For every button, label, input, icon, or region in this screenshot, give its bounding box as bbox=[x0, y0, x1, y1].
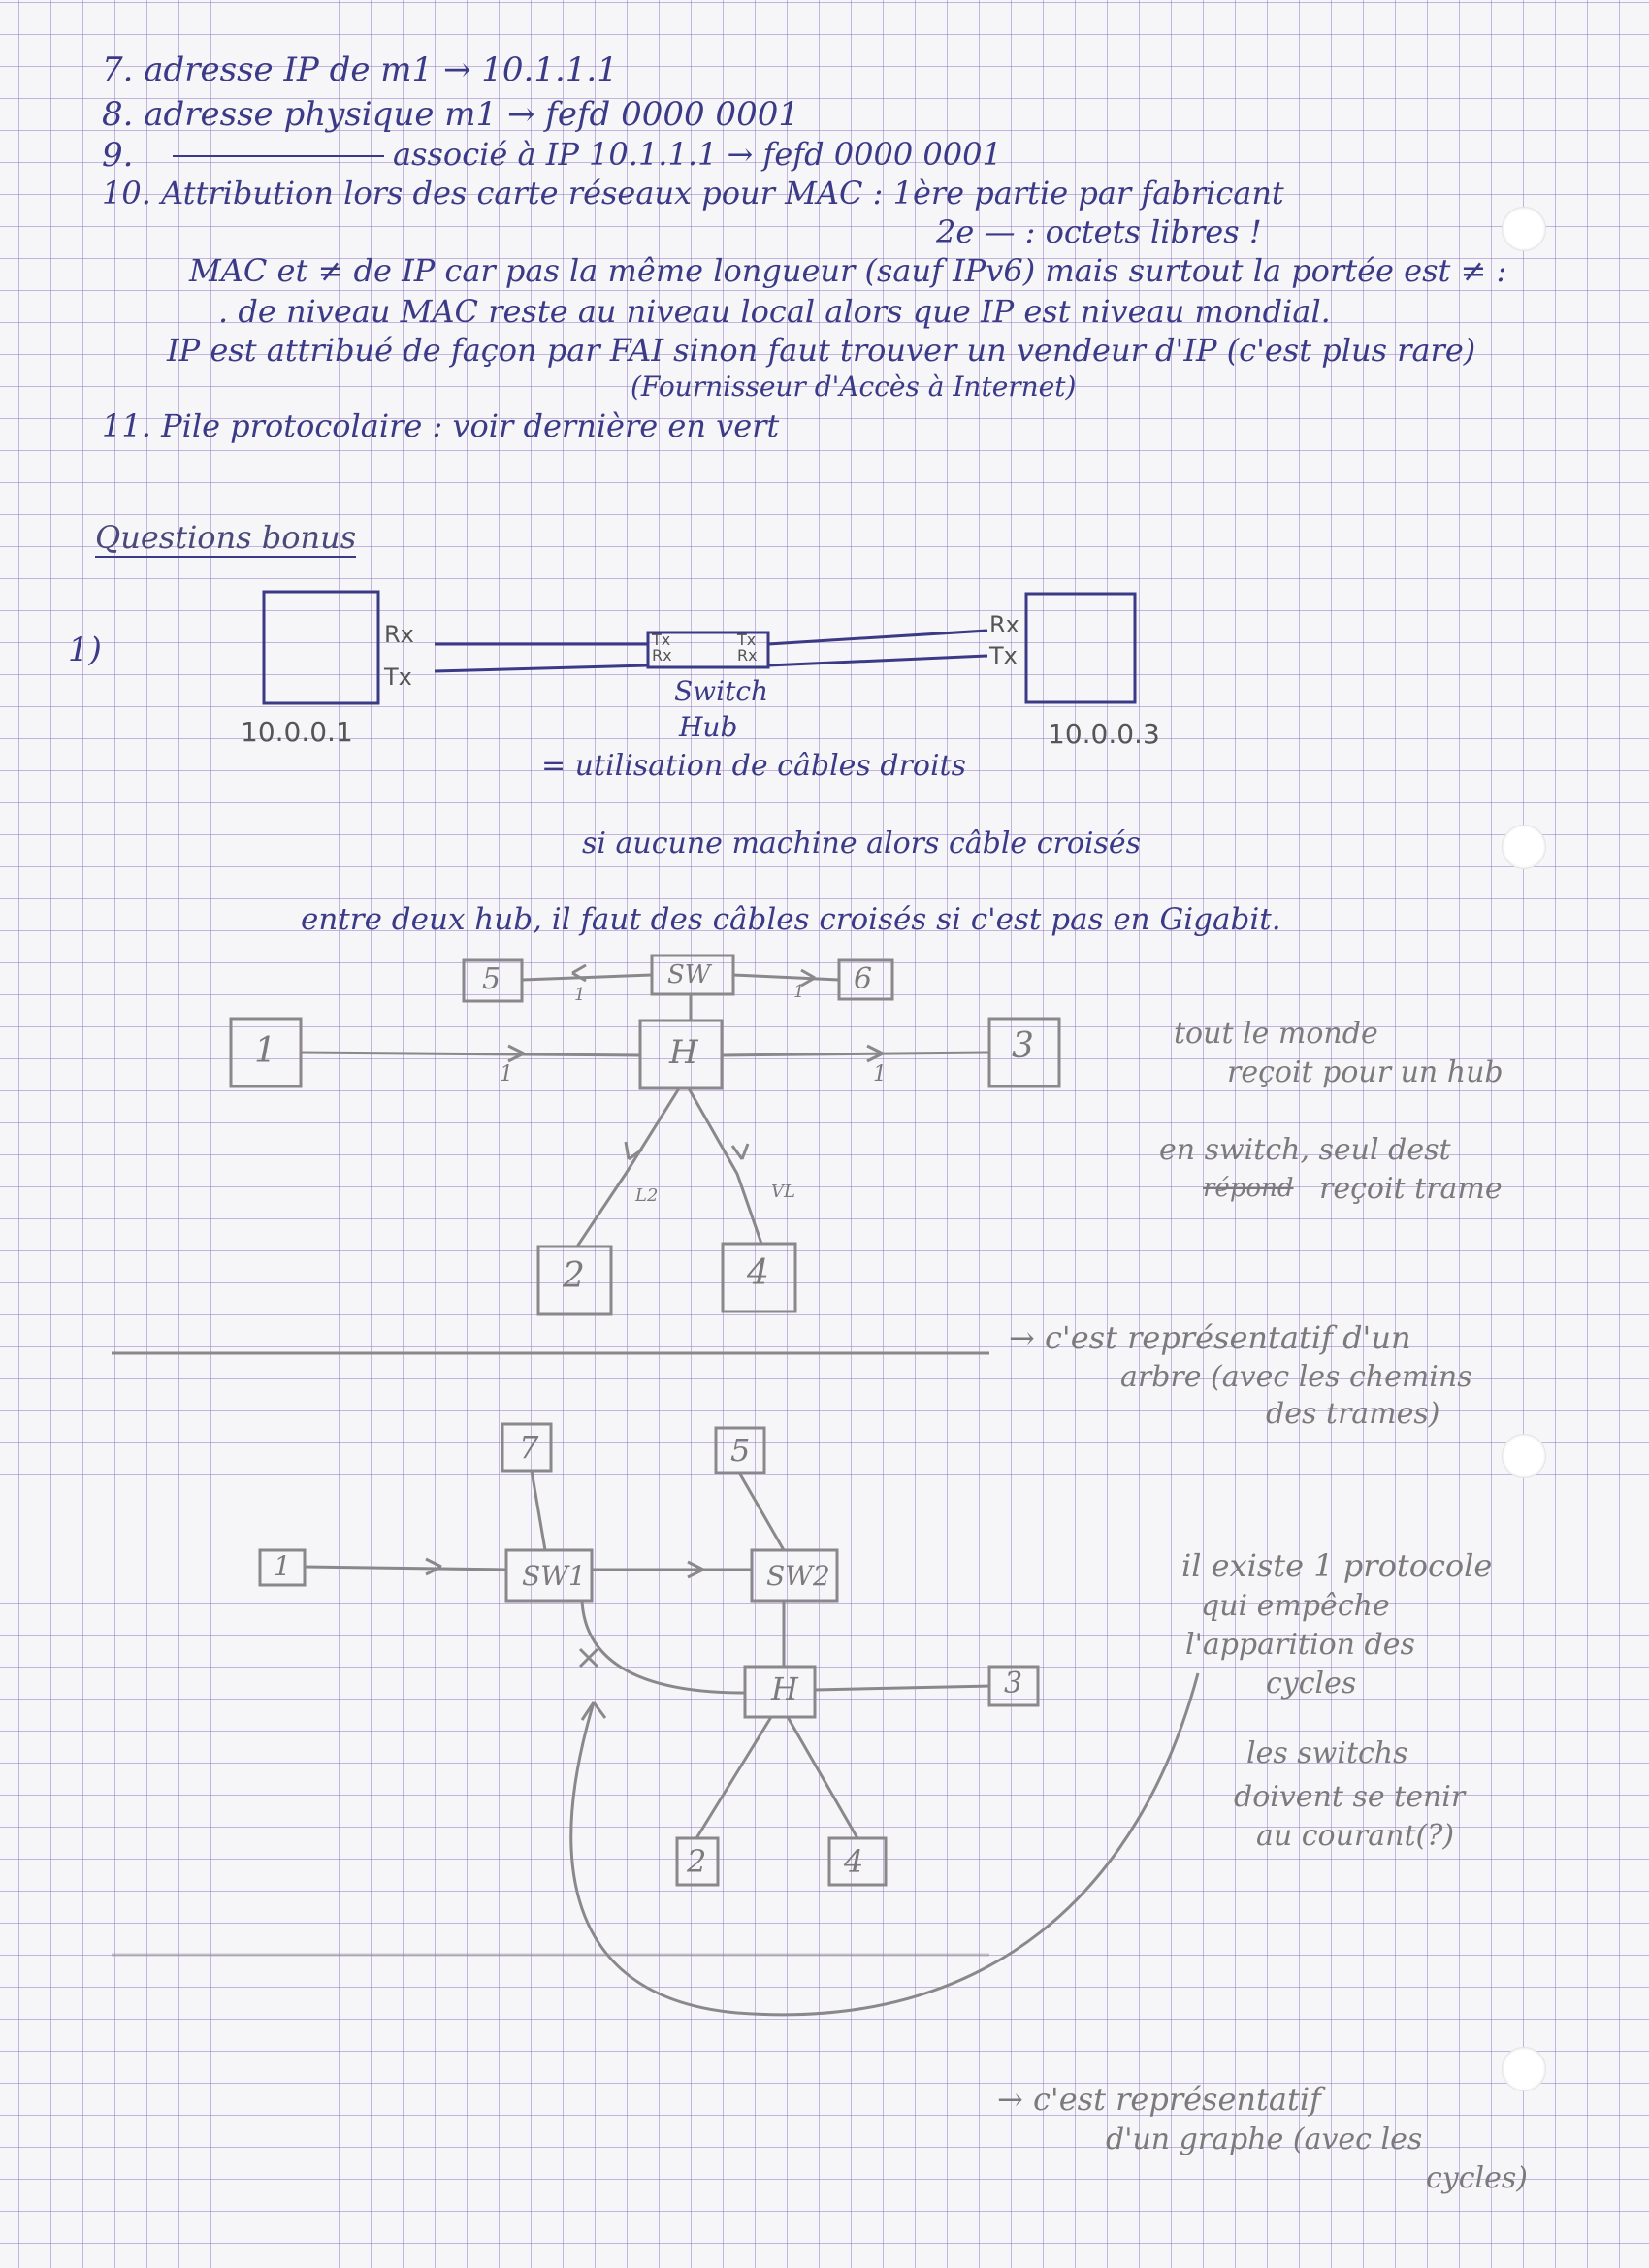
switch-box bbox=[646, 631, 770, 669]
ditto-line bbox=[173, 155, 384, 157]
ip-left-label: 10.0.0.1 bbox=[241, 716, 353, 748]
node-4-label: 4 bbox=[747, 1253, 769, 1293]
switch-note-struck: répond bbox=[1203, 1174, 1294, 1203]
edge-label: L2 bbox=[635, 1185, 659, 1206]
switch-port-left-label: Tx Rx bbox=[652, 631, 672, 664]
line-9-number: 9. bbox=[102, 136, 134, 175]
binder-hole bbox=[1502, 1434, 1546, 1478]
hub-note-line1: tout le monde bbox=[1174, 1017, 1378, 1051]
node-2b-label: 2 bbox=[687, 1843, 707, 1880]
between-hubs-note: entre deux hub, il faut des câbles crois… bbox=[301, 902, 1281, 937]
edge-label: 1 bbox=[500, 1062, 513, 1086]
binder-hole bbox=[1502, 825, 1546, 869]
node-sw1-box bbox=[504, 1548, 594, 1603]
switch-sync-note-line1: les switchs bbox=[1246, 1736, 1408, 1770]
line-9: associé à IP 10.1.1.1 → fefd 0000 0001 bbox=[393, 136, 1002, 173]
line-7: 7. adresse IP de m1 → 10.1.1.1 bbox=[102, 50, 618, 89]
node-7-box bbox=[501, 1422, 553, 1473]
tx-right-label: Tx bbox=[989, 642, 1018, 669]
node-sw1-label: SW1 bbox=[522, 1560, 586, 1592]
edge-label: 1 bbox=[873, 1062, 887, 1086]
machine-left-box bbox=[262, 590, 380, 705]
node-5-box bbox=[462, 958, 524, 1003]
edge-label: 1 bbox=[793, 982, 805, 1002]
switch-note-line2: reçoit trame bbox=[1319, 1172, 1503, 1206]
edge-label: 1 bbox=[574, 985, 586, 1005]
line-10b: 2e — : octets libres ! bbox=[936, 213, 1262, 250]
tree-caption-line3: des trames) bbox=[1266, 1397, 1440, 1431]
edge-label: VL bbox=[771, 1182, 795, 1202]
line-8: 8. adresse physique m1 → fefd 0000 0001 bbox=[102, 95, 799, 134]
hub-label: Hub bbox=[679, 711, 738, 743]
node-h-label: H bbox=[669, 1033, 698, 1072]
switch-port-right-label: Tx Rx bbox=[737, 631, 758, 664]
node-1-label: 1 bbox=[254, 1031, 276, 1071]
node-3b-label: 3 bbox=[1004, 1667, 1023, 1701]
node-hb-label: H bbox=[771, 1670, 798, 1707]
rx-left-label: Rx bbox=[384, 621, 414, 648]
node-1b-label: 1 bbox=[274, 1550, 291, 1582]
node-5-label: 5 bbox=[482, 962, 501, 996]
node-4-box bbox=[721, 1242, 797, 1313]
mac-vs-ip-line2: . de niveau MAC reste au niveau local al… bbox=[218, 293, 1331, 330]
machine-right-box bbox=[1024, 592, 1137, 704]
graph-caption-line3: cycles) bbox=[1426, 2161, 1528, 2195]
node-2-label: 2 bbox=[563, 1256, 585, 1296]
protocol-note-line3: l'apparition des bbox=[1185, 1628, 1415, 1662]
line-11: 11. Pile protocolaire : voir dernière en… bbox=[102, 407, 780, 444]
mac-vs-ip-line1: MAC et ≠ de IP car pas la même longueur … bbox=[189, 252, 1507, 289]
ip-right-label: 10.0.0.3 bbox=[1048, 718, 1160, 750]
node-3-label: 3 bbox=[1012, 1026, 1034, 1066]
protocol-note-line1: il existe 1 protocole bbox=[1181, 1547, 1493, 1584]
protocol-note-line2: qui empêche bbox=[1201, 1589, 1390, 1623]
node-sw-label: SW bbox=[667, 960, 711, 989]
binder-hole bbox=[1502, 207, 1546, 251]
bonus-title: Questions bonus bbox=[95, 519, 357, 558]
switch-note-line1: en switch, seul dest bbox=[1159, 1133, 1451, 1167]
node-sw2-box bbox=[750, 1548, 839, 1603]
graph-caption-line1: → c'est représentatif bbox=[997, 2081, 1321, 2118]
binder-hole bbox=[1502, 2047, 1546, 2091]
ip-assignment-line: IP est attribué de façon par FAI sinon f… bbox=[167, 332, 1476, 369]
node-7-label: 7 bbox=[519, 1429, 539, 1466]
fai-definition: (Fournisseur d'Accès à Internet) bbox=[630, 371, 1077, 403]
node-5b-label: 5 bbox=[730, 1432, 751, 1469]
graph-caption-line2: d'un graphe (avec les bbox=[1106, 2122, 1423, 2156]
node-6-label: 6 bbox=[854, 962, 873, 996]
node-sw2-label: SW2 bbox=[766, 1560, 830, 1592]
switch-label: Switch bbox=[674, 675, 769, 707]
switch-sync-note-line3: au courant(?) bbox=[1256, 1819, 1455, 1853]
tree-caption-line1: → c'est représentatif d'un bbox=[1009, 1319, 1411, 1356]
node-4b-label: 4 bbox=[844, 1843, 864, 1880]
straight-cable-note: = utilisation de câbles droits bbox=[541, 749, 967, 783]
rx-right-label: Rx bbox=[989, 611, 1019, 638]
tree-caption-line2: arbre (avec les chemins bbox=[1120, 1360, 1472, 1394]
bonus-number: 1) bbox=[68, 631, 102, 669]
switch-sync-note-line2: doivent se tenir bbox=[1234, 1780, 1466, 1814]
tx-left-label: Tx bbox=[384, 664, 412, 691]
line-10: 10. Attribution lors des carte réseaux p… bbox=[102, 175, 1284, 211]
crossed-cable-note: si aucune machine alors câble croisés bbox=[582, 826, 1142, 860]
hub-note-line2: reçoit pour un hub bbox=[1227, 1055, 1504, 1089]
node-2-box bbox=[536, 1245, 613, 1316]
protocol-note-line4: cycles bbox=[1266, 1667, 1357, 1701]
